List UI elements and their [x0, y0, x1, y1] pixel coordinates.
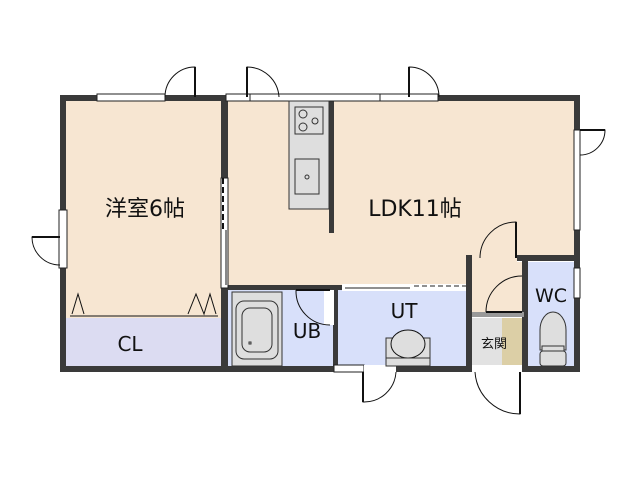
ldk-floor	[228, 100, 576, 258]
room-label-ldk: LDK11帖	[368, 197, 462, 222]
entrance-floor	[472, 318, 502, 366]
kitchen-counter	[288, 100, 330, 210]
room-label-toilet: WC	[535, 285, 567, 307]
sink-icon	[294, 158, 320, 195]
washing-machine-icon	[385, 329, 431, 367]
stove-icon	[294, 106, 324, 135]
closet-floor	[66, 318, 223, 367]
toilet-icon	[539, 311, 567, 367]
bathtub-icon	[231, 291, 283, 367]
doors	[31, 66, 606, 415]
western-room-floor	[66, 100, 223, 318]
room-label-western: 洋室6帖	[105, 197, 185, 222]
room-label-bath: UB	[293, 319, 321, 343]
ldk-floor-lower	[228, 250, 468, 288]
room-label-closet: CL	[117, 332, 143, 356]
hall-floor	[472, 262, 524, 314]
room-label-utility: UT	[391, 299, 419, 323]
room-label-entrance: 玄関	[481, 337, 507, 352]
entrance-step	[502, 318, 522, 366]
